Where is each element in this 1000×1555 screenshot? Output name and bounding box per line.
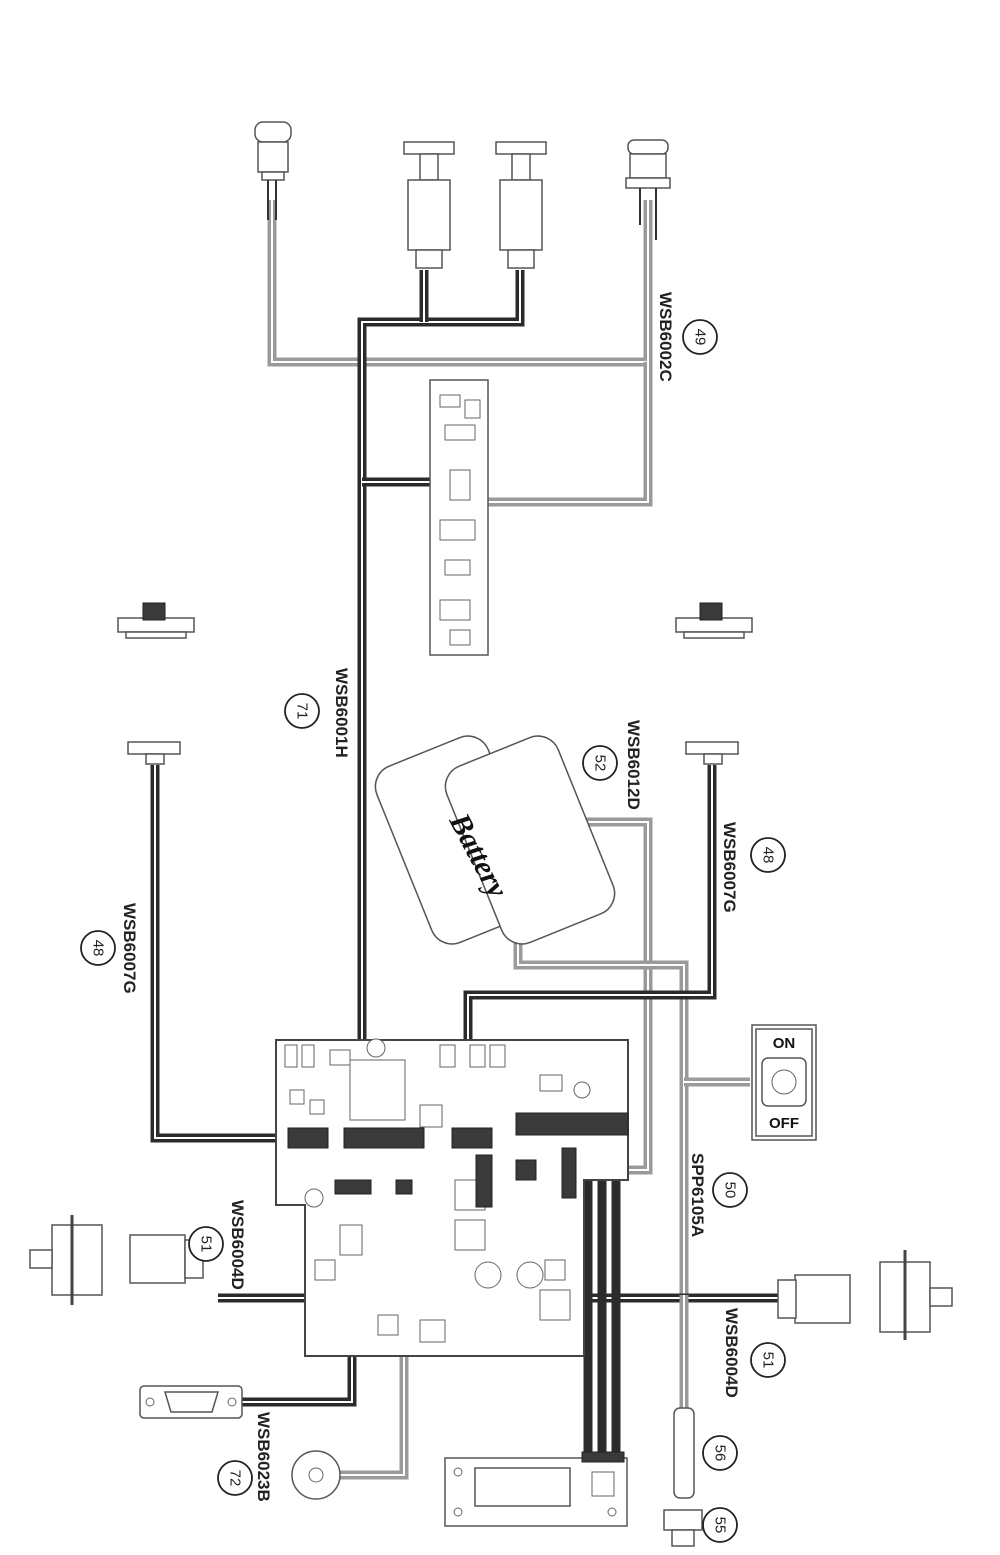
- motor-left: [29, 1215, 204, 1305]
- svg-text:48: 48: [90, 940, 107, 957]
- svg-text:55: 55: [712, 1517, 729, 1534]
- callout-71: 71: [284, 693, 320, 729]
- wire-harness-wsb6002c: [267, 200, 653, 507]
- svg-text:51: 51: [198, 1236, 215, 1253]
- harness-label-spp6105a: SPP6105A: [688, 1153, 707, 1237]
- battery-pack: Battery: [374, 735, 616, 945]
- buzzer: [291, 1450, 341, 1500]
- sensor-right-small: [685, 741, 739, 765]
- svg-text:71: 71: [294, 703, 311, 720]
- callout-55: 55: [702, 1507, 738, 1543]
- callout-56: 56: [702, 1435, 738, 1471]
- svg-text:56: 56: [712, 1445, 729, 1462]
- callout-51-right: 51: [750, 1342, 786, 1378]
- serial-port-db9: [139, 1385, 243, 1419]
- main-controller-pcb: [275, 1038, 629, 1357]
- callout-51-left: 51: [188, 1226, 224, 1262]
- svg-text:72: 72: [227, 1470, 244, 1487]
- callout-52: 52: [582, 745, 618, 781]
- wire-harness-wsb6007g-left: [150, 765, 288, 1143]
- actuator-top-1: [403, 141, 455, 269]
- callout-72: 72: [217, 1460, 253, 1496]
- callout-49: 49: [682, 319, 718, 355]
- motor-right: [777, 1250, 953, 1340]
- lcd-display: [444, 1451, 628, 1527]
- callout-50: 50: [712, 1172, 748, 1208]
- power-switch: ON OFF: [751, 1024, 817, 1141]
- harness-label-wsb6023b: WSB6023B: [254, 1412, 273, 1502]
- sensor-board-center: [429, 379, 489, 656]
- svg-text:49: 49: [692, 329, 709, 346]
- sensor-top-right: [625, 139, 671, 240]
- sensor-left-small: [127, 741, 181, 765]
- actuator-top-2: [495, 141, 547, 269]
- svg-text:51: 51: [760, 1352, 777, 1369]
- wire-harness-wsb6012d: [513, 817, 750, 1295]
- switch-off-label: OFF: [769, 1115, 799, 1132]
- callout-48-left: 48: [80, 930, 116, 966]
- button-left: [117, 602, 195, 639]
- sensor-top-left: [254, 121, 292, 220]
- harness-label-wsb6002c: WSB6002C: [656, 292, 675, 382]
- harness-label-wsb6004d-left: WSB6004D: [228, 1200, 247, 1290]
- wire-harness-spp6105a: [583, 1130, 621, 1460]
- svg-text:52: 52: [592, 755, 609, 772]
- svg-text:48: 48: [760, 847, 777, 864]
- harness-label-wsb6004d-right: WSB6004D: [722, 1308, 741, 1398]
- harness-label-wsb6001h: WSB6001H: [332, 668, 351, 758]
- harness-label-wsb6012d: WSB6012D: [624, 720, 643, 810]
- harness-label-wsb6007g-left: WSB6007G: [120, 903, 139, 994]
- switch-on-label: ON: [773, 1035, 796, 1052]
- button-right: [675, 602, 753, 639]
- wire-harness-wsb6001h: [357, 270, 525, 1140]
- harness-label-wsb6007g-right: WSB6007G: [720, 822, 739, 913]
- svg-text:50: 50: [722, 1182, 739, 1199]
- antenna-module: [663, 1407, 703, 1547]
- callout-48-right: 48: [750, 837, 786, 873]
